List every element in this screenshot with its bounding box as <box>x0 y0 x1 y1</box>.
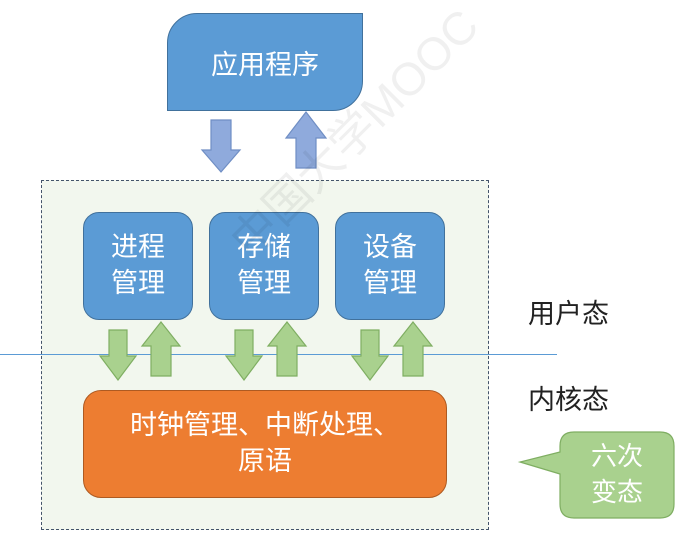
module-label: 设备 <box>363 232 417 263</box>
callout-text: 六次 变态 <box>560 432 674 518</box>
module-down-arrow <box>98 329 138 381</box>
app-down-arrow <box>200 119 242 173</box>
module-label: 存储 <box>237 232 291 263</box>
callout-label: 变态 <box>590 478 643 508</box>
memory-management-box: 存储 管理 <box>209 212 319 320</box>
kernel-core-label: 原语 <box>238 446 292 477</box>
module-down-arrow <box>224 329 264 381</box>
module-up-arrow <box>392 321 434 377</box>
kernel-core-box: 时钟管理、中断处理、 原语 <box>83 390 447 498</box>
application-box: 应用程序 <box>167 13 363 111</box>
module-label: 进程 <box>111 232 165 263</box>
module-label: 管理 <box>363 268 417 299</box>
device-management-box: 设备 管理 <box>335 212 445 320</box>
process-management-box: 进程 管理 <box>83 212 193 320</box>
app-up-arrow <box>284 111 328 169</box>
module-label: 管理 <box>237 268 291 299</box>
user-mode-label: 用户态 <box>528 299 609 330</box>
callout-label: 六次 <box>590 442 643 472</box>
module-up-arrow <box>140 321 182 377</box>
callout-shape <box>517 431 675 519</box>
module-down-arrow <box>350 329 390 381</box>
kernel-mode-label: 内核态 <box>528 385 609 416</box>
kernel-core-label: 时钟管理、中断处理、 <box>130 410 400 441</box>
module-up-arrow <box>266 321 308 377</box>
application-label: 应用程序 <box>211 49 319 81</box>
module-label: 管理 <box>111 268 165 299</box>
